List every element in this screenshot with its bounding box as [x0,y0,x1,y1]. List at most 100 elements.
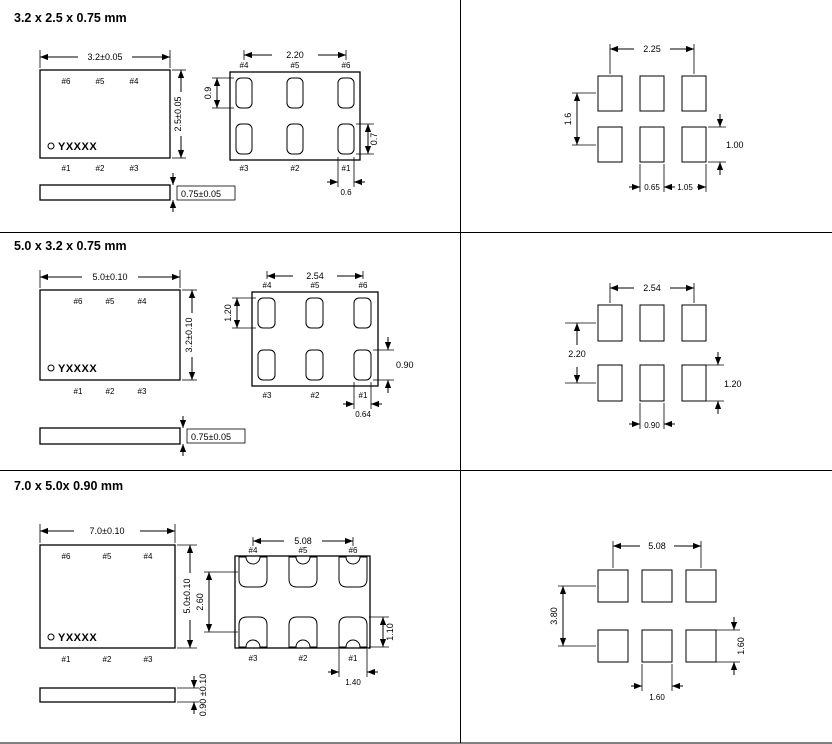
pin-label: #4 [240,61,249,70]
dim-label: 2.60 [195,593,205,611]
dim-pad-height-left: 0.9 [203,77,234,109]
package-outline [234,555,371,649]
dim-top: 5.08 [612,541,702,568]
pin-label: #2 [299,654,308,663]
pin-label: #2 [106,387,115,396]
pin-label: #5 [96,77,105,86]
package-outline [39,69,171,159]
pad [288,556,318,588]
dim-right: 1.20 [706,352,742,414]
dim-label: 1.20 [223,304,233,322]
package-outline [229,71,361,161]
dim-label: 2.54 [306,271,324,281]
land-pad [681,304,707,342]
pad [238,616,268,648]
dim-label: 0.90 ±0.10 [198,674,208,716]
dim-height: 2.5±0.05 [172,69,186,159]
dim-label: 5.08 [648,541,666,551]
section-7050: 7.0 x 5.0x 0.90 mm 7.0±0.10 #6 #5 #4 YXX… [14,479,746,716]
dim-left: 1.6 [563,92,596,146]
dim-left: 2.20 [565,322,596,384]
pin-label: #2 [291,164,300,173]
section-3225: 3.2 x 2.5 x 0.75 mm 3.2±0.05 #6 #5 #4 YX… [14,11,744,212]
land-pad [597,126,623,163]
dim-label: 0.75±0.05 [181,189,221,199]
pin-label: #2 [96,164,105,173]
dim-label: 1.60 [649,693,665,702]
pin-label: #4 [130,77,139,86]
side-view-outline [39,427,181,445]
dim-top: 2.54 [609,283,695,303]
pin-label: #5 [106,297,115,306]
dim-pad-height-right: 0.90 [373,337,414,393]
package-side-view: 0.90 ±0.10 [39,674,208,716]
dim-label: 0.7 [369,133,379,146]
dim-label: 0.75±0.05 [191,432,231,442]
marking-text: YXXXX [58,141,97,153]
dim-top: 2.25 [609,44,695,74]
dim-width: 7.0±0.10 [39,524,176,543]
side-view-outline [39,184,171,201]
pin-label: #4 [263,281,272,290]
dim-label: 0.90 [396,360,414,370]
package-top-view: 3.2±0.05 #6 #5 #4 YXXXX #1 #2 #3 2.5±0.0… [39,50,186,173]
dim-height: 3.2±0.10 [182,289,197,381]
land-pad [681,364,707,402]
dim-label: 2.20 [568,349,586,359]
land-pad [597,569,629,603]
dim-label: 1.00 [726,140,744,150]
dim-pad-width: 0.6 [327,157,365,197]
dim-label: 1.05 [677,183,693,192]
land-pad [681,75,707,112]
dim-label: 0.65 [644,183,660,192]
pin-label: #6 [62,552,71,561]
pad [305,297,324,329]
land-pad [639,126,665,163]
pin-label: #3 [130,164,139,173]
dim-label: 0.90 [644,421,660,430]
pad [286,77,304,109]
marking-text: YXXXX [58,363,97,375]
section-5032: 5.0 x 3.2 x 0.75 mm 5.0±0.10 #6 #5 #4 YX… [14,239,742,456]
pad [353,297,372,329]
pin-label: #1 [342,164,351,173]
dim-label: 1.20 [724,379,742,389]
pad [238,556,268,588]
land-pattern: 5.08 3.80 1.60 1.60 [549,541,746,702]
package-top-view: 5.0±0.10 #6 #5 #4 YXXXX #1 #2 #3 3.2±0.1… [39,270,197,396]
dim-label: 0.64 [355,410,371,419]
pad [338,616,368,648]
dim-pad-height-right: 1.10 [369,616,395,648]
dim-label: 3.2±0.10 [184,318,194,353]
package-bottom-view: 5.08 #4 #5 #6 #3 #2 #1 1.10 [234,536,395,687]
pin-label: #2 [103,655,112,664]
pad [235,123,253,155]
pin-label: #6 [359,281,368,290]
pad [235,77,253,109]
pin-label: #1 [62,655,71,664]
pin-label: #3 [240,164,249,173]
package-bottom-view: 2.20 #4 #5 #6 #3 #2 #1 0.9 [203,50,379,197]
land-pad [597,364,623,402]
dim-right: 1.60 [716,617,746,675]
dim-bottom-pitch: 1.05 [664,164,707,192]
pin-label: #6 [62,77,71,86]
dim-bottom-width: 0.65 [629,164,675,192]
package-side-view: 0.75±0.05 [39,173,236,212]
pad [257,349,276,381]
pin-label: #6 [342,61,351,70]
pin-label: #1 [74,387,83,396]
dim-box [176,185,236,201]
dim-pad-height-right: 0.7 [356,123,379,155]
dim-label: 5.0±0.10 [182,579,192,614]
pin-label: #4 [138,297,147,306]
dim-label: 1.40 [345,678,361,687]
pad [353,349,372,381]
dim-label: 5.0±0.10 [93,272,128,282]
dim-width: 3.2±0.05 [39,50,171,68]
dim-label: 3.2±0.05 [88,52,123,62]
pad [337,123,355,155]
dim-label: 0.6 [340,188,352,197]
land-pad [685,629,717,663]
